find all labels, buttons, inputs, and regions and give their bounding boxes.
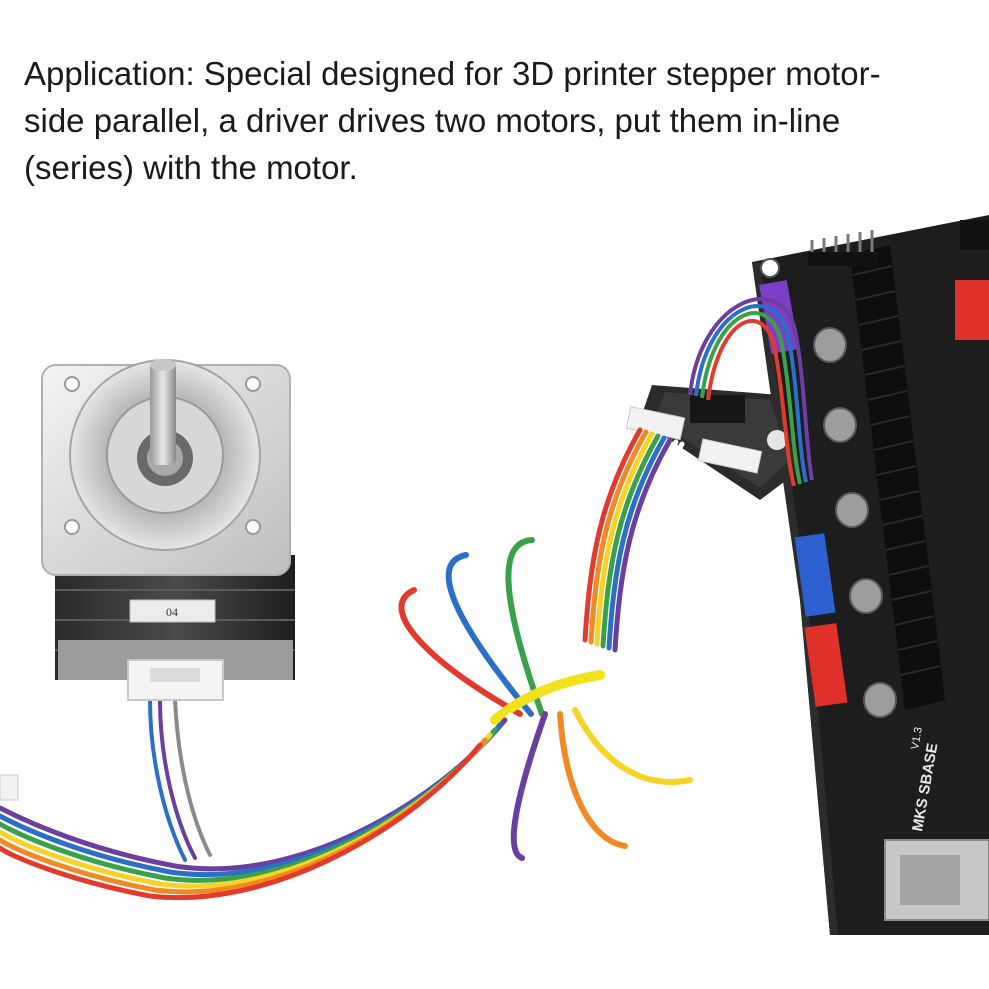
pcb (752, 215, 989, 935)
capacitors (813, 327, 897, 718)
parallel-module (625, 385, 800, 500)
connector-red-top (955, 280, 989, 340)
motor-label-text: 04 (166, 605, 178, 619)
stepper-motor: 04 (41, 359, 295, 701)
heatsink (850, 245, 945, 710)
connector-red (804, 623, 848, 707)
motor-shaft (150, 360, 176, 465)
zip-tie (490, 670, 605, 725)
caption: Application: Special designed for 3D pri… (24, 50, 974, 191)
caption-line-2: side parallel, a driver drives two motor… (24, 102, 841, 139)
motor-label (129, 599, 216, 623)
jumper-wire (688, 297, 814, 487)
connectors (759, 220, 989, 707)
connector-blue (794, 533, 836, 617)
caption-line-1: Application: Special designed for 3D pri… (24, 55, 881, 92)
board-version: V1.3 (909, 726, 925, 750)
mainboard: MKS SBASE V1.3 (752, 215, 989, 935)
caption-line-3: (series) with the motor. (24, 149, 358, 186)
ribbon-cable (0, 427, 727, 900)
